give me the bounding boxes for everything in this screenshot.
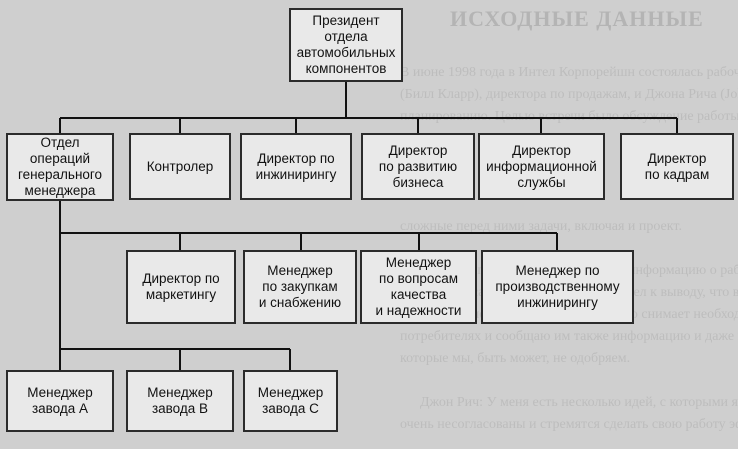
- node-controller: Контролер: [129, 133, 231, 200]
- node-business-development-director: Директор по развитию бизнеса: [361, 133, 475, 200]
- node-plant-a-manager: Менеджер завода А: [6, 370, 114, 432]
- node-information-services-director: Директор информационной службы: [478, 133, 605, 200]
- node-plant-b-manager: Менеджер завода В: [126, 370, 234, 432]
- node-production-engineering-manager: Менеджер по производственному инжиниринг…: [481, 250, 634, 324]
- node-purchasing-manager: Менеджер по закупкам и снабжению: [243, 250, 357, 324]
- node-marketing-director: Директор по маркетингу: [126, 250, 236, 324]
- node-plant-c-manager: Менеджер завода С: [243, 370, 338, 432]
- node-quality-manager: Менеджер по вопросам качества и надежнос…: [360, 250, 477, 324]
- node-president: Президент отдела автомобильных компонент…: [289, 8, 403, 82]
- node-general-manager-ops: Отдел операций генерального менеджера: [6, 133, 114, 201]
- node-hr-director: Директор по кадрам: [620, 133, 734, 200]
- node-engineering-director: Директор по инжинирингу: [240, 133, 352, 200]
